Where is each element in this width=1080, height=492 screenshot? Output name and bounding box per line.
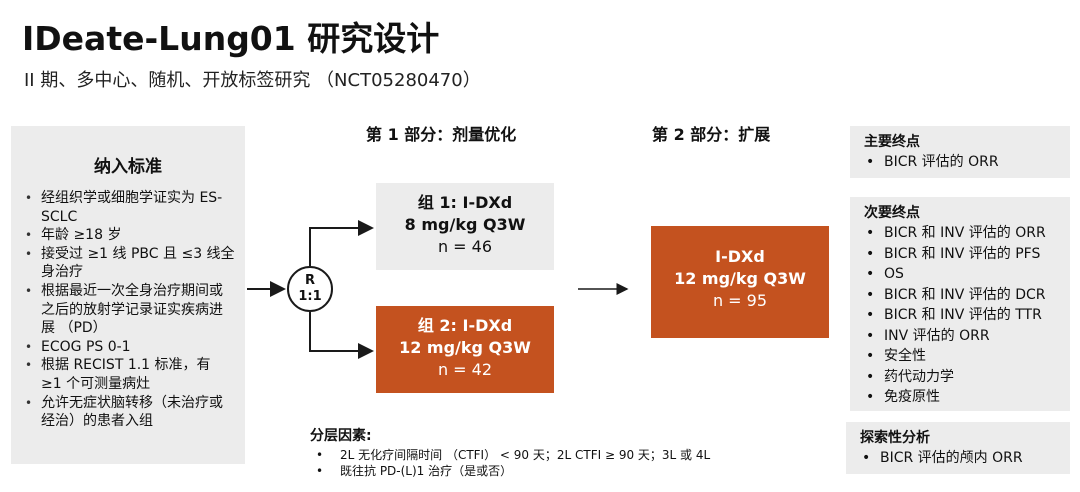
branch-to-group2 (309, 312, 374, 359)
group1-name: 组 1: I-DXd (417, 193, 513, 212)
group2-box: 组 2: I-DXd 12 mg/kg Q3W n = 42 (376, 306, 554, 393)
randomization-ratio: 1:1 (298, 289, 322, 304)
inclusion-item: 允许无症状脑转移（未治疗或经治）的患者入组 (21, 394, 235, 431)
randomization-node: R 1:1 (287, 266, 333, 312)
inclusion-item: 经组织学或细胞学证实为 ES-SCLC (21, 189, 235, 226)
secondary-endpoints-panel: 次要终点 BICR 和 INV 评估的 ORR BICR 和 INV 评估的 P… (850, 197, 1070, 411)
endpoint-item: OS (864, 264, 1062, 285)
stratification-title: 分层因素: (310, 428, 372, 444)
extension-dose: 12 mg/kg Q3W (674, 269, 806, 288)
extension-n: n = 95 (712, 291, 768, 310)
part1-label: 第 1 部分：剂量优化 (366, 125, 517, 144)
group1-dose: 8 mg/kg Q3W (404, 215, 526, 234)
secondary-endpoints-title: 次要终点 (864, 205, 920, 221)
inclusion-item: 接受过 ≥1 线 PBC 且 ≤3 线全身治疗 (21, 245, 235, 282)
endpoint-item: BICR 和 INV 评估的 DCR (864, 285, 1062, 306)
stratification-item: 2L 无化疗间隔时间 （CTFI） < 90 天；2L CTFI ≥ 90 天；… (310, 447, 830, 463)
group1-box: 组 1: I-DXd 8 mg/kg Q3W n = 46 (376, 183, 554, 270)
group1-n: n = 46 (437, 237, 493, 256)
inclusion-criteria-panel: 纳入标准 经组织学或细胞学证实为 ES-SCLC 年龄 ≥18 岁 接受过 ≥1… (11, 126, 245, 464)
endpoint-item: 免疫原性 (864, 387, 1062, 408)
endpoint-item: BICR 和 INV 评估的 TTR (864, 305, 1062, 326)
extension-box: I-DXd 12 mg/kg Q3W n = 95 (651, 226, 829, 338)
endpoint-item: BICR 和 INV 评估的 PFS (864, 244, 1062, 265)
randomization-label: R (304, 273, 315, 288)
inclusion-item: 根据 RECIST 1.1 标准，有 ≥1 个可测量病灶 (21, 356, 235, 393)
secondary-endpoints-list: BICR 和 INV 评估的 ORR BICR 和 INV 评估的 PFS OS… (864, 223, 1062, 408)
exploratory-analysis-list: BICR 评估的颅内 ORR (860, 448, 1062, 469)
inclusion-criteria-title: 纳入标准 (94, 157, 162, 177)
group2-name: 组 2: I-DXd (417, 316, 513, 335)
inclusion-item: ECOG PS 0-1 (21, 338, 235, 357)
inclusion-criteria-list: 经组织学或细胞学证实为 ES-SCLC 年龄 ≥18 岁 接受过 ≥1 线 PB… (21, 189, 235, 431)
part2-label: 第 2 部分：扩展 (652, 125, 771, 144)
endpoint-item: 药代动力学 (864, 367, 1062, 388)
page-title: IDeate-Lung01 研究设计 (22, 19, 440, 58)
primary-endpoint-list: BICR 评估的 ORR (864, 152, 1062, 173)
endpoint-item: BICR 和 INV 评估的 ORR (864, 223, 1062, 244)
endpoint-item: BICR 评估的 ORR (864, 152, 1062, 173)
group2-n: n = 42 (437, 360, 493, 379)
extension-drug: I-DXd (715, 247, 765, 266)
stratification-factors: 分层因素: 2L 无化疗间隔时间 （CTFI） < 90 天；2L CTFI ≥… (310, 425, 830, 479)
exploratory-analysis-title: 探索性分析 (860, 430, 930, 446)
endpoint-item: 安全性 (864, 346, 1062, 367)
stratification-list: 2L 无化疗间隔时间 （CTFI） < 90 天；2L CTFI ≥ 90 天；… (310, 447, 830, 479)
page-subtitle: II 期、多中心、随机、开放标签研究 （NCT05280470） (24, 70, 481, 91)
inclusion-item: 年龄 ≥18 岁 (21, 226, 235, 245)
group2-dose: 12 mg/kg Q3W (399, 338, 531, 357)
endpoint-item: BICR 评估的颅内 ORR (860, 448, 1062, 469)
exploratory-analysis-panel: 探索性分析 BICR 评估的颅内 ORR (846, 422, 1070, 474)
stratification-item: 既往抗 PD-(L)1 治疗（是或否） (310, 463, 830, 479)
primary-endpoint-title: 主要终点 (864, 134, 920, 150)
endpoint-item: INV 评估的 ORR (864, 326, 1062, 347)
inclusion-item: 根据最近一次全身治疗期间或之后的放射学记录证实疾病进展 （PD） (21, 282, 235, 338)
branch-to-group1 (309, 220, 374, 266)
primary-endpoint-panel: 主要终点 BICR 评估的 ORR (850, 126, 1070, 178)
